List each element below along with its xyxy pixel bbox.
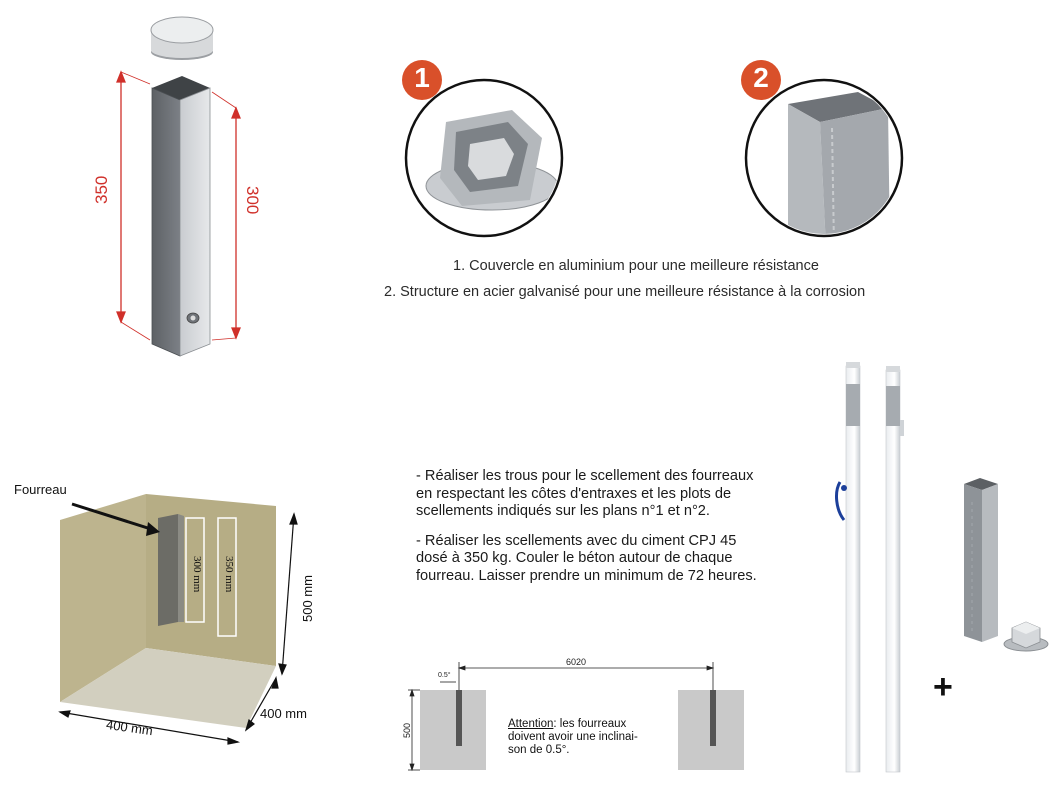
sealing-plan — [408, 662, 744, 772]
instruction-2: - Réaliser les scellements avec du cimen… — [416, 532, 757, 584]
detail-cap-circle — [404, 78, 564, 238]
plus-sign: + — [933, 668, 953, 706]
attention-note: Attention: les fourreaux doivent avoir u… — [508, 718, 648, 757]
attention-title: Attention — [508, 718, 554, 730]
dimension-350 — [116, 70, 151, 341]
dim-400mm-right: 400 mm — [260, 706, 307, 721]
cap-small-icon — [1003, 621, 1049, 652]
caption-2: 2. Structure en acier galvanisé pour une… — [384, 284, 866, 300]
sleeve-drawing — [116, 16, 241, 357]
volleyball-posts — [835, 362, 904, 773]
caption-1: 1. Couvercle en aluminium pour une meill… — [453, 258, 819, 274]
attention-text: : les fourreaux doivent avoir une inclin… — [508, 718, 638, 756]
badge-2 — [741, 60, 781, 100]
dim-300mm: 300 mm — [191, 556, 203, 593]
dim-300-label: 300 — [243, 186, 262, 215]
fourreau-label: Fourreau — [14, 482, 67, 497]
plan-depth: 500 — [402, 722, 412, 738]
detail-steel-circle — [744, 78, 904, 238]
instruction-1: - Réaliser les trous pour le scellement … — [416, 468, 754, 519]
badge-1-label: 1 — [414, 62, 430, 93]
plan-angle: 0.5° — [438, 672, 451, 679]
dim-350mm: 350 mm — [223, 556, 235, 593]
badge-2-label: 2 — [753, 62, 769, 93]
fourreau-arrow — [71, 502, 160, 536]
cap-icon — [150, 16, 214, 60]
dimension-300 — [211, 91, 241, 341]
foundation-box-diagram — [58, 494, 298, 745]
dim-350-label: 350 — [92, 175, 111, 204]
badge-1 — [402, 60, 442, 100]
plan-spacing: 6020 — [566, 657, 587, 667]
dim-500mm: 500 mm — [300, 575, 315, 622]
galvanized-sleeve — [964, 478, 998, 642]
instructions: - Réaliser les trous pour le scellement … — [416, 468, 766, 597]
